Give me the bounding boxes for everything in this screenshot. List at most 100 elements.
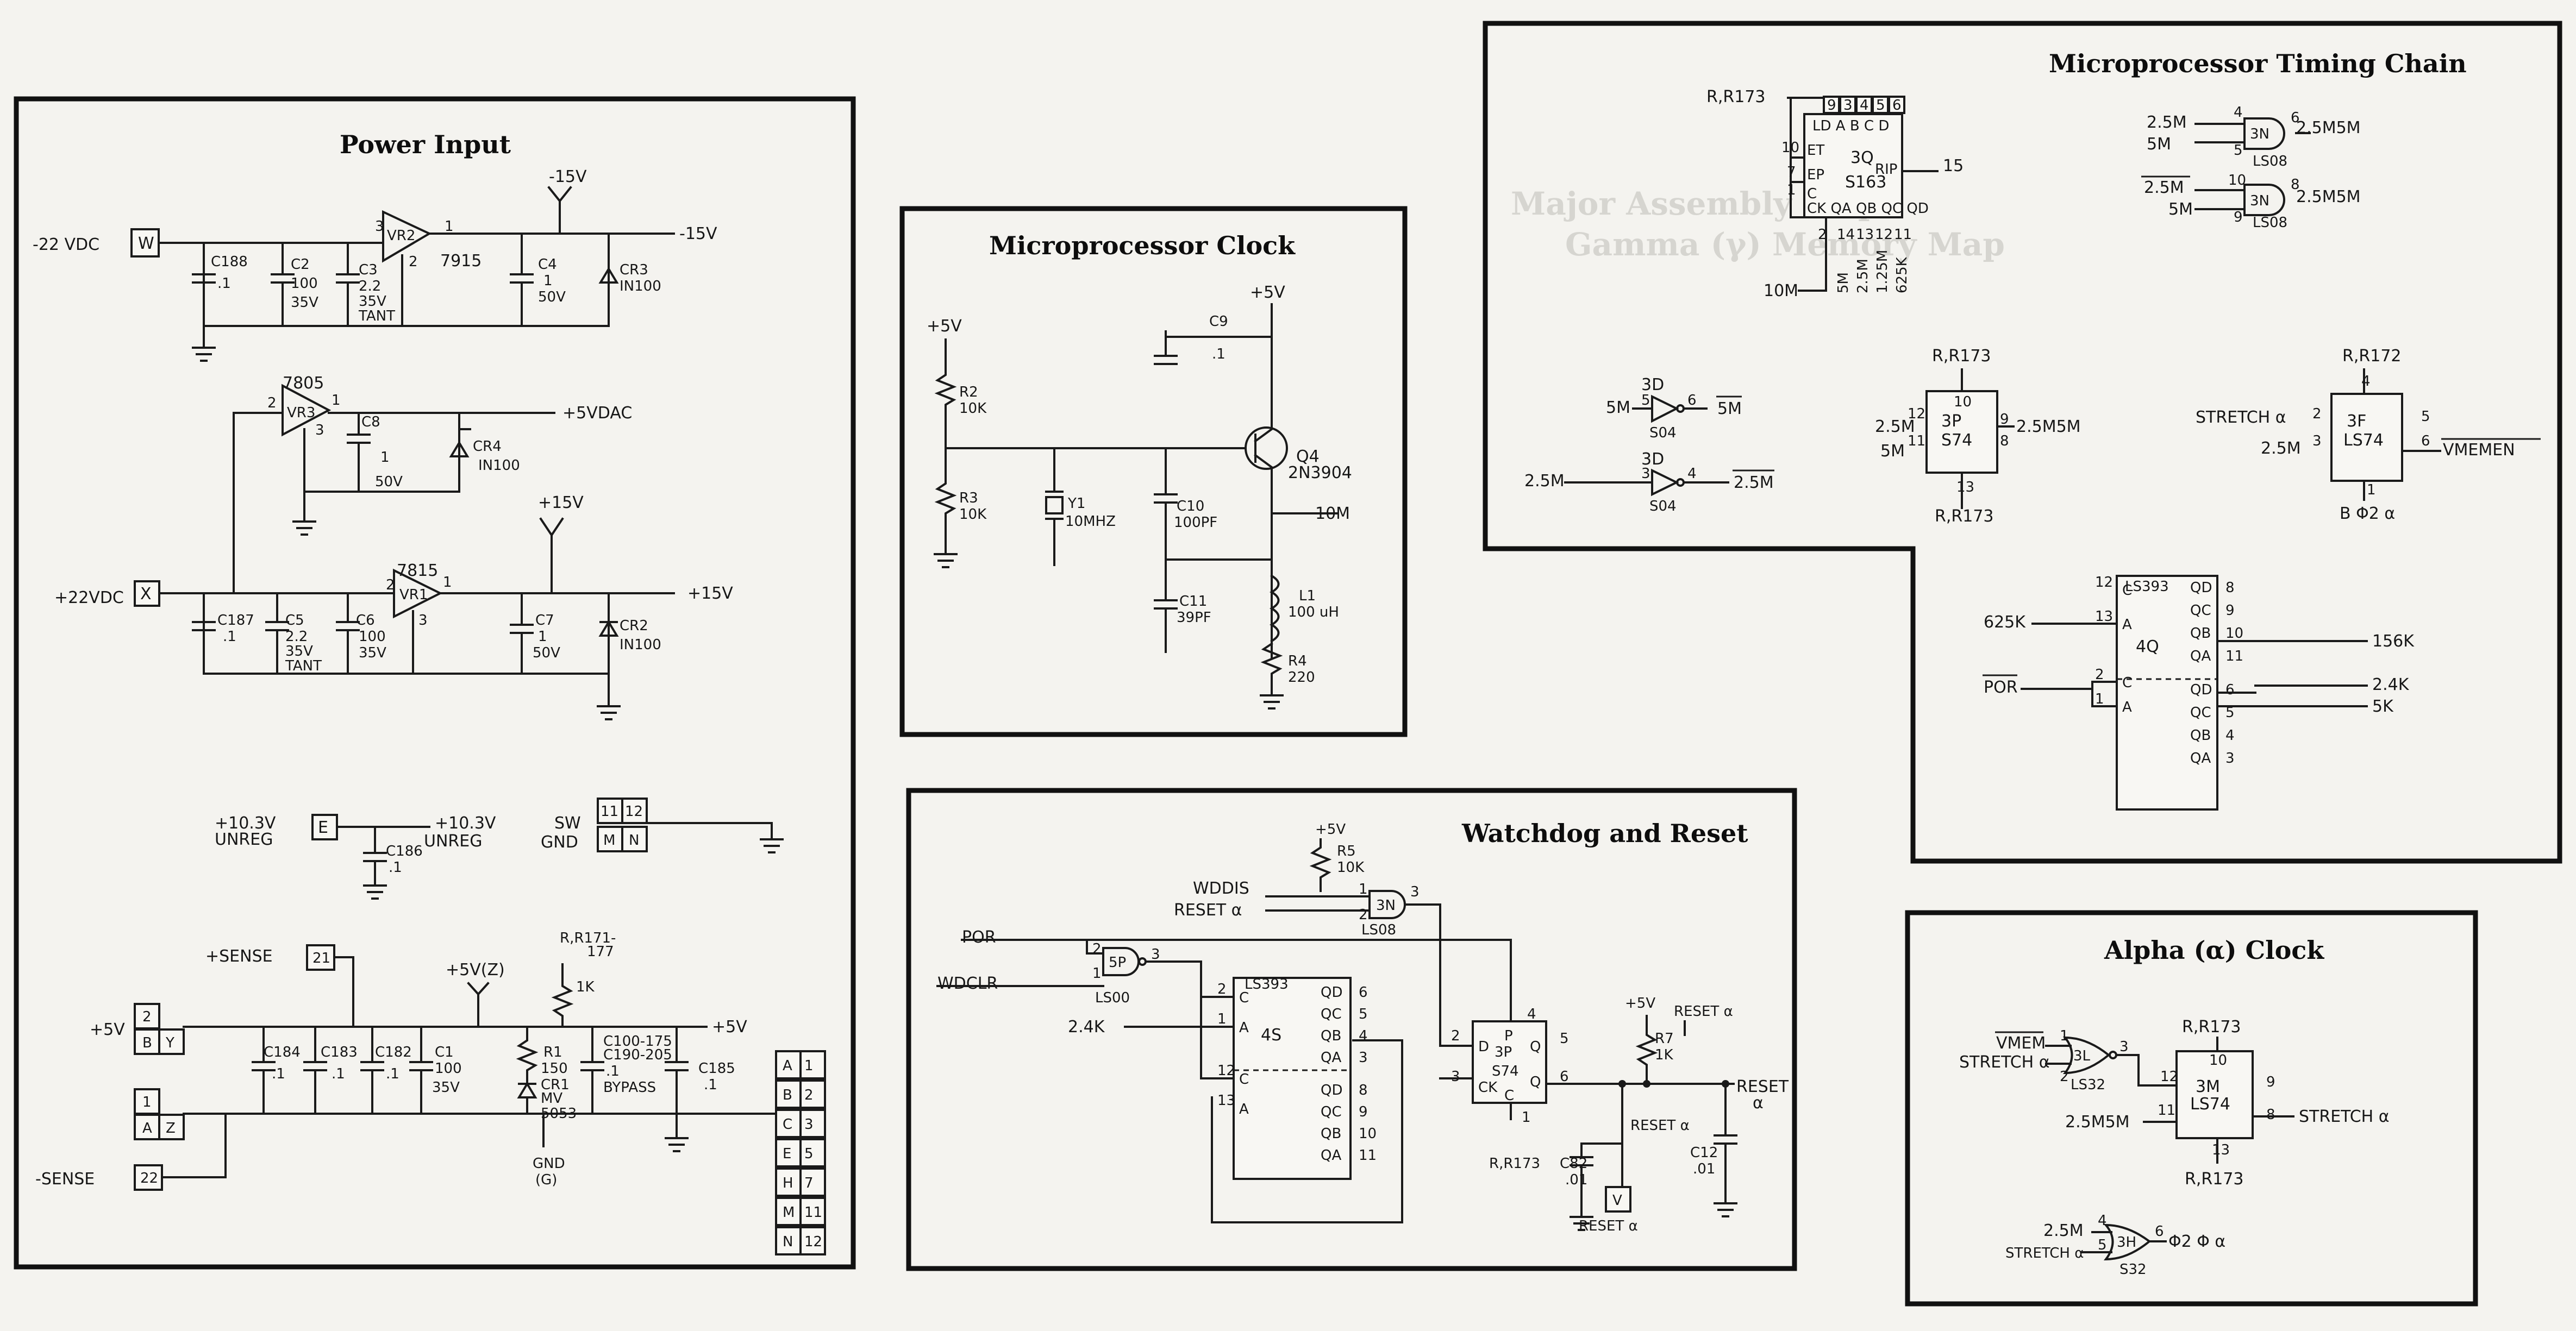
ff-rr173-label: R,R173 — [1489, 1156, 1540, 1172]
r7-value: 1K — [1655, 1047, 1674, 1063]
c10-value: 100PF — [1174, 514, 1217, 531]
pin-table-cell-number — [799, 1226, 826, 1255]
inverter-2-bubble — [1676, 478, 1685, 487]
vr1-part: 7815 — [397, 561, 438, 580]
por-wires — [961, 939, 1512, 1022]
and-gate-3n-inputs — [1265, 895, 1371, 912]
inv2-pin3: 3 — [1641, 466, 1650, 482]
inv1-in-label: 5M — [1606, 398, 1630, 417]
counter-ck-row: CK QA QB QC QD — [1807, 200, 1929, 217]
cnt2-part: LS393 — [2125, 579, 2169, 595]
r4-label: R4 — [1288, 653, 1307, 669]
diode-cr2 — [598, 592, 619, 637]
bypass-label: BYPASS — [603, 1079, 656, 1096]
p5-out-label: +5V — [712, 1018, 747, 1037]
inverter-3d-2 — [1651, 468, 1679, 497]
alpha-ff-wires — [2143, 1115, 2294, 1164]
c1-value: 100 — [435, 1060, 462, 1077]
r1-value: 150 — [541, 1060, 568, 1077]
gnd-g-label-1: GND — [533, 1156, 565, 1172]
q4-label: Q4 — [1296, 447, 1320, 466]
pin-table-letter: A — [783, 1058, 792, 1074]
connector-z-label: Z — [166, 1120, 176, 1137]
pin-table-cell-letter — [775, 1079, 802, 1109]
r3-label: R3 — [959, 490, 978, 506]
inv2-ref: 3D — [1641, 450, 1664, 469]
r5-label: R5 — [1337, 843, 1356, 859]
cnt2-output-label: QA — [2190, 750, 2211, 767]
timing-title: Microprocessor Timing Chain — [2049, 49, 2467, 78]
counter-top-pin: 3 — [1843, 97, 1853, 114]
wd-reset-alpha-label: RESET α — [1174, 901, 1242, 920]
cnt2-input-label: C — [2122, 582, 2132, 599]
g3h-part: S32 — [2119, 1261, 2147, 1278]
and-gate-3n — [1368, 890, 1406, 919]
connector-e-label: E — [318, 818, 328, 837]
c186-value: .1 — [389, 859, 402, 876]
clock-panel-border — [899, 206, 1408, 737]
cnt2-right-pin: 3 — [2225, 750, 2235, 767]
junction-dot-3 — [1722, 1080, 1729, 1088]
ff2-pin1: 1 — [2367, 482, 2376, 498]
sw-pin-m-label: M — [603, 832, 615, 849]
counter-input-label: A — [1239, 1020, 1249, 1036]
counter-top-pin: 9 — [1827, 97, 1836, 114]
g3n2-out: 2.5M5M — [2296, 187, 2361, 206]
pin-table-letter: B — [783, 1087, 792, 1103]
ff1-pin9: 9 — [2000, 411, 2009, 428]
c4-value: 1 — [543, 273, 553, 289]
timing-rr173-label: R,R173 — [1706, 87, 1766, 106]
pin-table-cell-number — [799, 1079, 826, 1109]
ff-pin4: 4 — [1527, 1006, 1536, 1022]
cnt2-right-pin: 8 — [2225, 580, 2235, 596]
reset-alpha-top-label: RESET α — [1674, 1003, 1733, 1020]
g3h-pin6: 6 — [2155, 1223, 2164, 1240]
alpha-ff-pin13: 13 — [2212, 1142, 2230, 1158]
p15-top-arrow — [539, 517, 564, 594]
counter-right-pin: 5 — [1359, 1006, 1368, 1022]
c5-label: C5 — [285, 612, 304, 629]
ff2-pin6: 6 — [2421, 433, 2430, 449]
wd-p5v-label: +5V — [1315, 821, 1346, 838]
counter-output-label: QA — [1321, 1147, 1341, 1164]
y1-label: Y1 — [1067, 495, 1085, 512]
g5p-output-wires — [1145, 960, 1235, 1079]
counter-ref: 3Q — [1850, 148, 1874, 167]
neg15-top-label: -15V — [549, 167, 587, 186]
ff1-d-input: 2.5M — [1875, 417, 1915, 436]
ff-pin5: 5 — [1560, 1031, 1569, 1047]
g3l-pin1: 1 — [2060, 1028, 2069, 1044]
ff2-part: LS74 — [2343, 431, 2384, 450]
neg15-out-label: -15V — [679, 224, 717, 243]
c3-type: TANT — [358, 308, 395, 324]
counter-right-pin: 4 — [1359, 1028, 1368, 1044]
pin-table-number: 2 — [804, 1087, 814, 1103]
c12-value: .01 — [1693, 1161, 1715, 1177]
regulator-vr1 — [393, 568, 443, 619]
g3h-in1-label: 2.5M — [2043, 1221, 2084, 1240]
clock-title: Microprocessor Clock — [989, 231, 1296, 260]
sw-pin-m — [597, 826, 623, 852]
neg22-label: -22 VDC — [33, 235, 99, 254]
counter-top-pin-box — [1823, 96, 1840, 114]
g3n-pin1: 1 — [1359, 881, 1368, 897]
pin-table-number: 5 — [804, 1146, 814, 1162]
cnt2-in1-label: 625K — [1984, 613, 2026, 632]
or-gate-3h — [2103, 1223, 2152, 1261]
cr1-value-2: 5053 — [541, 1106, 577, 1122]
cnt2-output-leads — [2254, 640, 2368, 707]
alpha-ff-pin10: 10 — [2209, 1052, 2227, 1069]
pin-table-cell-number — [799, 1138, 826, 1167]
ff2-pin4: 4 — [2361, 373, 2371, 390]
microprocessor-clock-panel: Microprocessor Clock +5V +5V C9 .1 R2 10… — [899, 206, 1408, 737]
p5-label: +5V — [90, 1020, 125, 1039]
counter-output-freq: 5M — [1835, 272, 1852, 293]
junction-dot-2 — [1643, 1080, 1650, 1088]
sense-plus-wire — [333, 956, 354, 1028]
p15-out-label: +15V — [687, 584, 733, 603]
ff-c-label: C — [1504, 1088, 1514, 1104]
counter-top-pin: 4 — [1860, 97, 1869, 114]
ff-pin1: 1 — [1522, 1109, 1531, 1126]
cnt2-left-pin: 1 — [2095, 691, 2104, 707]
c3-voltage: 35V — [359, 293, 386, 310]
